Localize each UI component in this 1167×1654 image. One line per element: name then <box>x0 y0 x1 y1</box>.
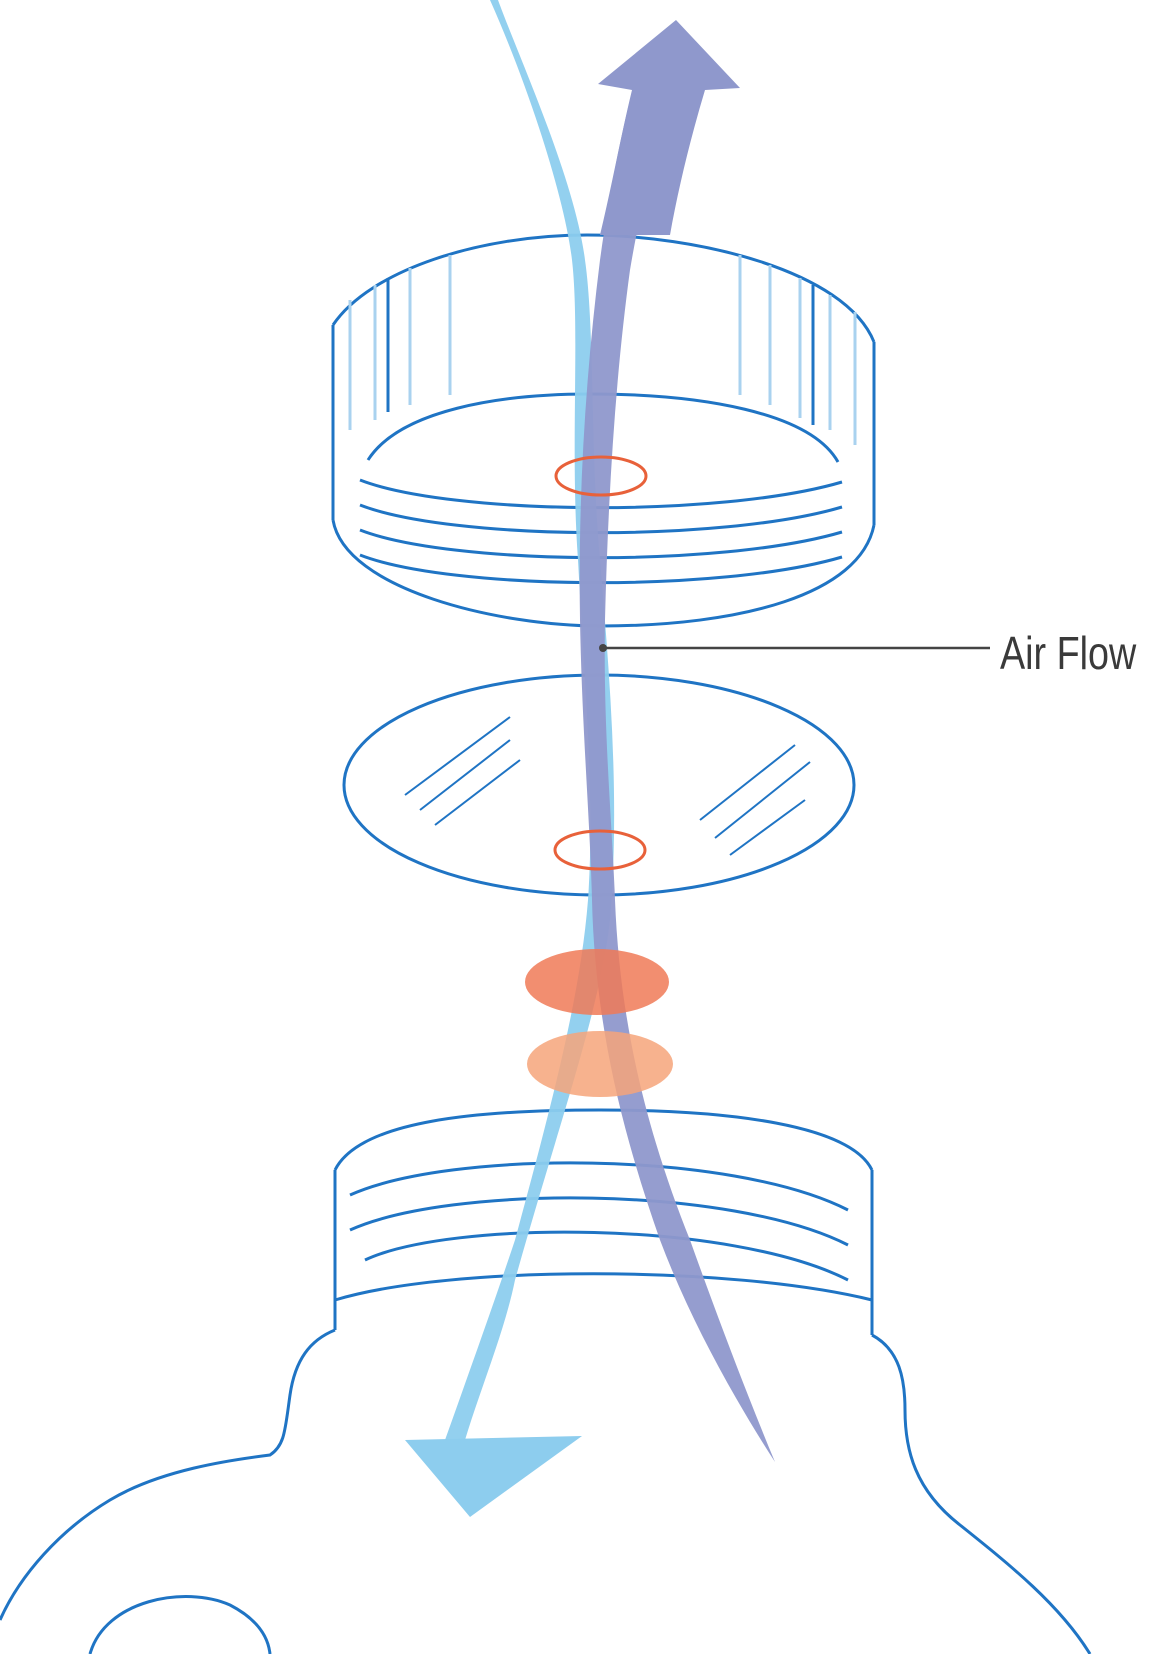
bottle-neck-top <box>335 1110 872 1170</box>
bottle <box>0 1110 1090 1654</box>
air-flow-callout-dot <box>599 644 607 652</box>
bottle-handle-loop <box>90 1597 270 1654</box>
lower-filter-pad <box>527 1031 673 1097</box>
inflow-arrow-head <box>405 1436 582 1517</box>
air-flow-callout <box>599 644 990 652</box>
bottle-thread-1 <box>350 1163 848 1210</box>
bottle-shoulder <box>0 1330 335 1620</box>
filter-disc-glare-left <box>405 717 520 825</box>
air-flow-label: Air Flow <box>1000 625 1136 681</box>
bottle-shoulder-right <box>872 1335 1090 1654</box>
filter-disc-glare-right <box>700 745 810 855</box>
outflow-arrow-head <box>598 20 740 235</box>
bottle-thread-2 <box>350 1198 848 1245</box>
bottle-thread-4 <box>335 1274 872 1300</box>
upper-filter-pad <box>525 949 669 1015</box>
